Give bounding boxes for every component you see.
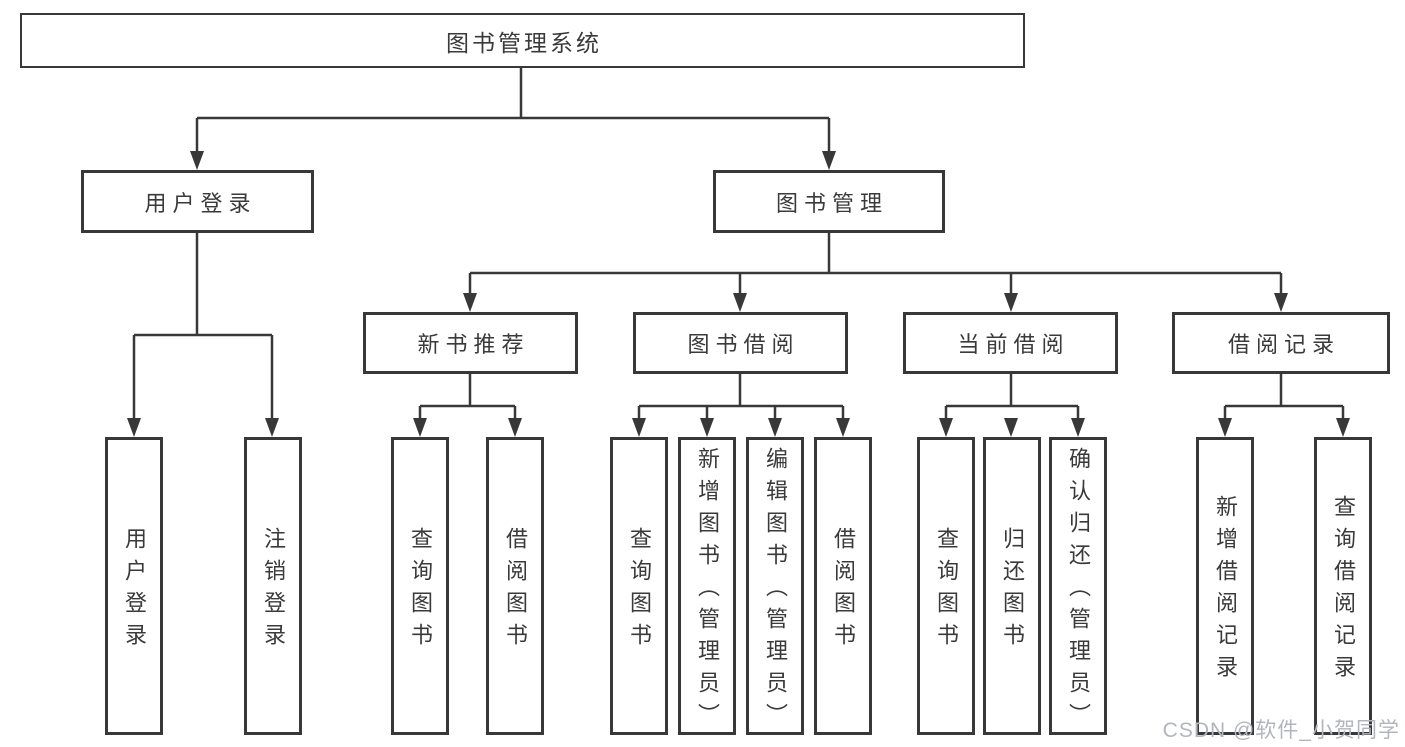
- leaf-add-borrow-record: 新增借阅记录: [1196, 437, 1254, 735]
- leaf-add-book-admin: 新增图书（管理员）: [678, 437, 736, 735]
- leaf-borrow-books-borrowing: 借阅图书: [814, 437, 872, 735]
- leaf-confirm-return-admin: 确认归还（管理员）: [1049, 437, 1107, 735]
- node-book-management: 图书管理: [713, 170, 945, 233]
- csdn-watermark: CSDN @软件_小贺同学: [1162, 719, 1400, 742]
- leaf-user-login: 用户登录: [105, 437, 163, 735]
- leaf-return-books: 归还图书: [983, 437, 1041, 735]
- node-user-login: 用户登录: [81, 170, 314, 233]
- leaf-edit-book-admin: 编辑图书（管理员）: [746, 437, 804, 735]
- node-current-borrowing: 当前借阅: [903, 312, 1118, 374]
- node-book-borrowing: 图书借阅: [633, 312, 848, 374]
- node-borrowing-records: 借阅记录: [1172, 312, 1390, 374]
- connector-stems: [132, 68, 1345, 420]
- leaf-logout: 注销登录: [244, 437, 302, 735]
- leaf-borrow-books-recommend: 借阅图书: [486, 437, 544, 735]
- arrowheads: [127, 151, 1350, 437]
- node-new-book-recommend: 新书推荐: [363, 312, 578, 374]
- node-book-management-system: 图书管理系统: [20, 13, 1025, 68]
- leaf-query-books-current: 查询图书: [917, 437, 975, 735]
- leaf-query-books-recommend: 查询图书: [391, 437, 449, 735]
- leaf-query-books-borrowing: 查询图书: [610, 437, 668, 735]
- leaf-query-borrow-record: 查询借阅记录: [1314, 437, 1372, 735]
